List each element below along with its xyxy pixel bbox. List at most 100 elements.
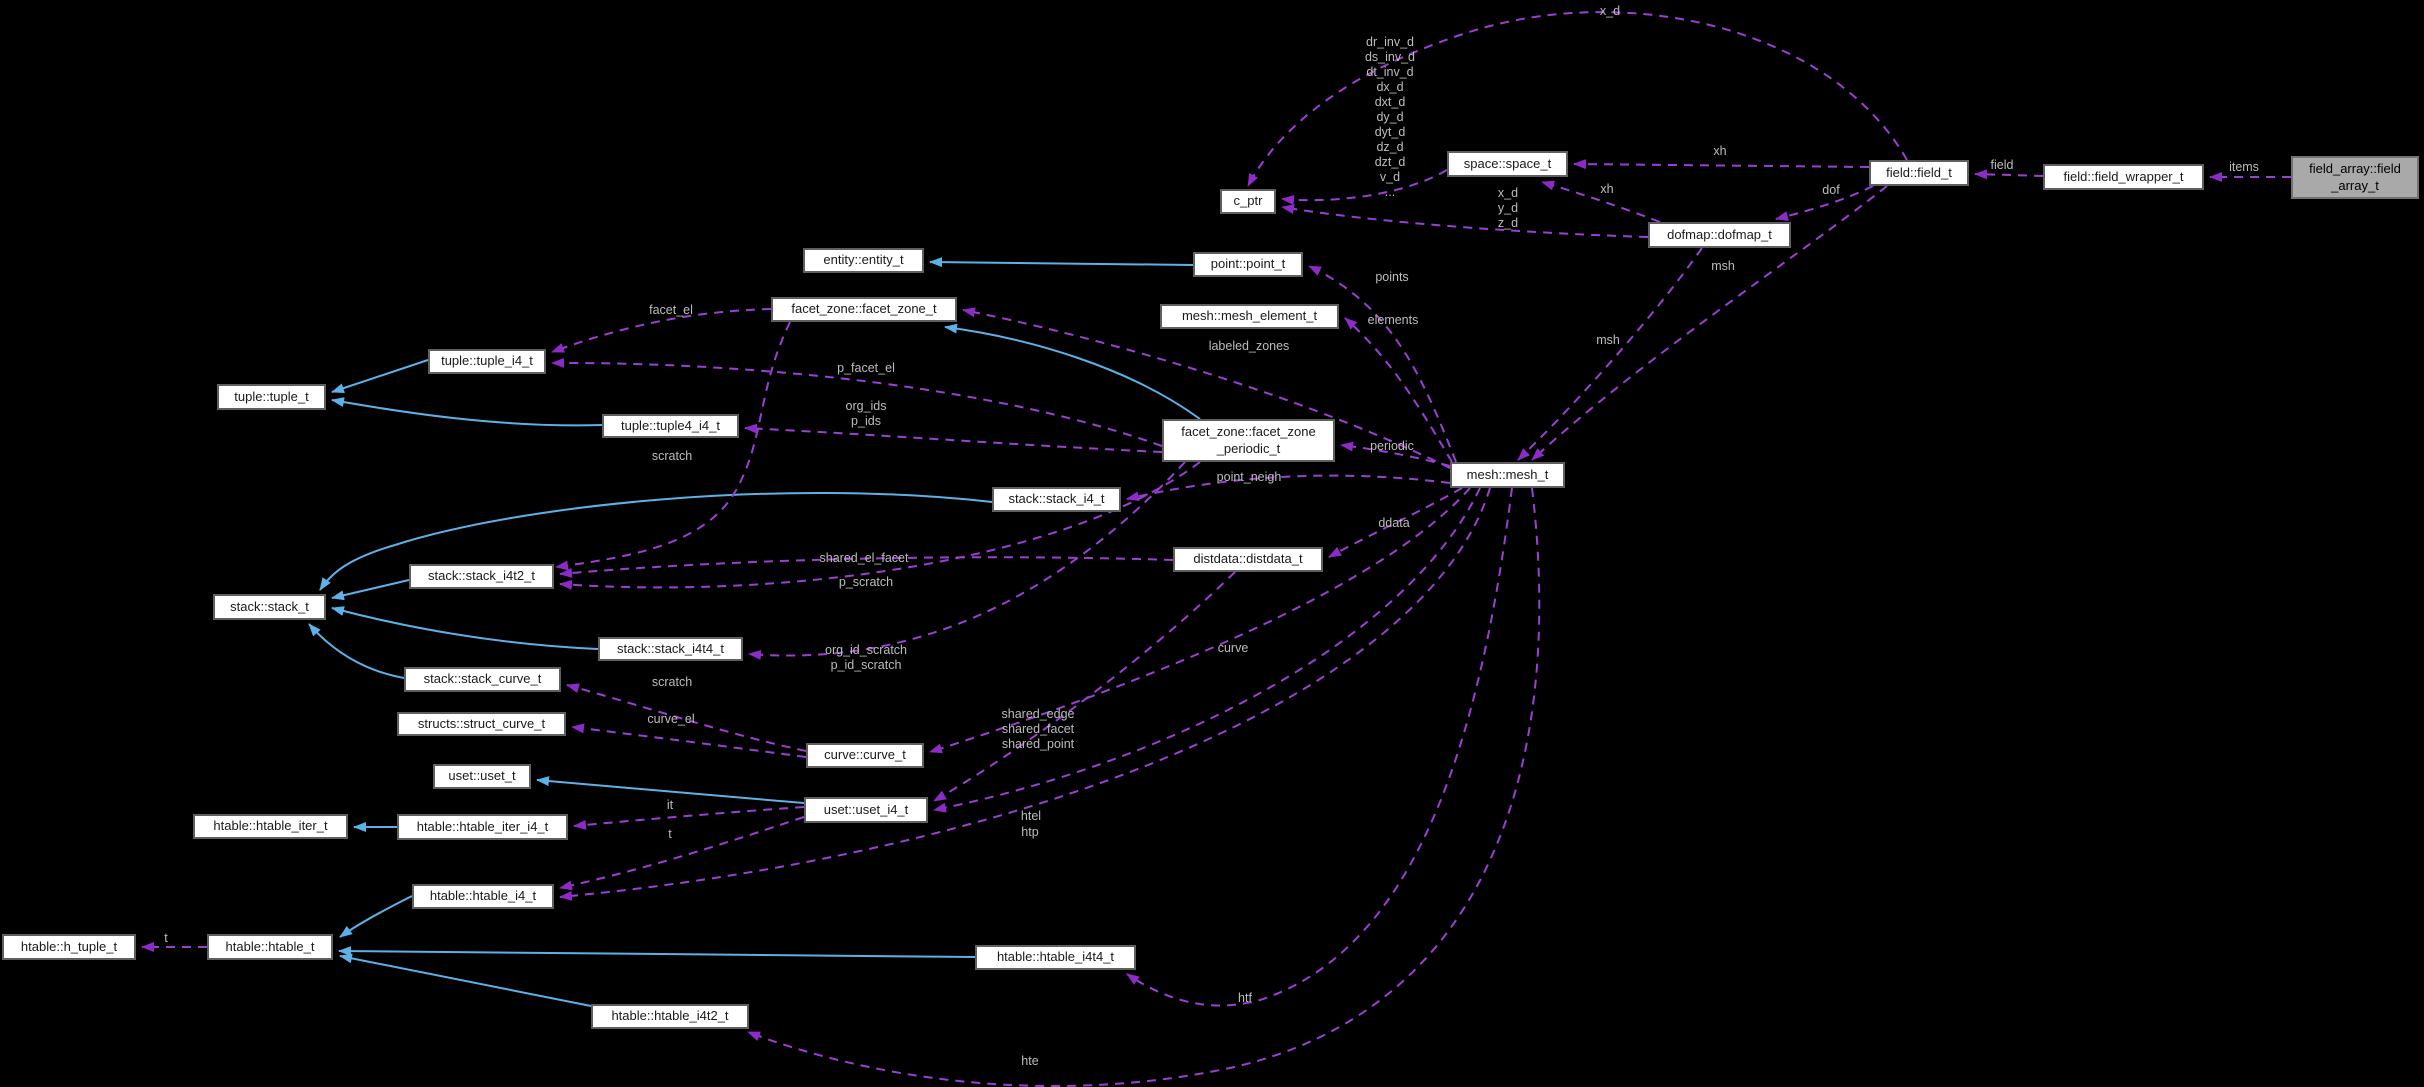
node-h_tuple[interactable]: htable::h_tuple_t [2, 934, 136, 960]
node-stack_i4t4[interactable]: stack::stack_i4t4_t [598, 637, 743, 661]
node-wrapper[interactable]: field::field_wrapper_t [2043, 164, 2204, 190]
node-htable_i4t2[interactable]: htable::htable_i4t2_t [591, 1004, 749, 1029]
node-tuple_i4[interactable]: tuple::tuple_i4_t [428, 349, 546, 374]
node-stack[interactable]: stack::stack_t [213, 594, 326, 620]
edge-label-mesh-htable_i4: htp [1021, 825, 1039, 839]
edge-label-mesh-htable_i4t4: htf [1238, 991, 1252, 1005]
edge-uset_i4-to-htable_i4 [559, 816, 805, 891]
edge-label-space-c_ptr-3: dx_d [1376, 80, 1404, 94]
edge-label-field-space: xh [1713, 144, 1727, 158]
edge-label-dofmap-mesh: msh [1596, 333, 1620, 347]
edge-field-to-space [1573, 159, 1870, 170]
node-tuple[interactable]: tuple::tuple_t [217, 384, 326, 410]
edge-label-space-c_ptr-9: v_d [1379, 170, 1401, 184]
node-htable_i4t4[interactable]: htable::htable_i4t4_t [975, 945, 1136, 970]
edge-label-fzper-stack_i4t4: org_id_scratch [825, 643, 907, 657]
node-space[interactable]: space::space_t [1447, 151, 1568, 177]
node-tuple4[interactable]: tuple::tuple4_i4_t [602, 414, 739, 438]
edge-space-to-c_ptr [1281, 169, 1448, 205]
edge-mesh-to-fzone [962, 307, 1451, 469]
edge-label-field-mesh: msh [1711, 259, 1735, 273]
edge-label-dofmap-c_ptr-1: y_d [1497, 201, 1519, 215]
edge-wrapper-to-field [1974, 169, 2044, 180]
node-c_ptr[interactable]: c_ptr [1220, 189, 1276, 214]
edge-mesh-to-htable_i4t4 [1126, 487, 1513, 1007]
edge-stack_curve-to-stack [308, 623, 405, 679]
edge-label-htable-h_tuple: t [164, 931, 168, 945]
edge-point-to-entity [929, 257, 1194, 268]
edge-htable_i4t2-to-htable [339, 953, 592, 1007]
edge-fzper-to-fzone [944, 323, 1201, 420]
edge-label-field-c_ptr: x_d [1599, 4, 1621, 18]
edge-label-curve-stack_curve: scratch [651, 675, 693, 689]
edge-label-distdata-uset_i4-2: shared_point [1001, 737, 1075, 751]
node-stack_i4[interactable]: stack::stack_i4_t [992, 487, 1121, 512]
node-fzper[interactable]: facet_zone::facet_zone _periodic_t [1162, 419, 1335, 462]
node-uset_i4[interactable]: uset::uset_i4_t [804, 797, 928, 823]
edge-mesh-to-mesh_el [1344, 317, 1453, 463]
edge-fzone-to-stack_i4t2 [555, 321, 791, 571]
edge-dofmap-to-space [1541, 180, 1661, 223]
edge-label-curve-struct_curve: curve_el [647, 712, 695, 726]
node-point[interactable]: point::point_t [1193, 252, 1303, 277]
edge-label-mesh-htable_i4t2: hte [1021, 1054, 1039, 1068]
edge-label-mesh-uset_i4: htel [1020, 809, 1042, 823]
edge-mesh-to-distdata [1328, 487, 1463, 558]
edge-label-mesh-stack_i4: point_neigh [1216, 470, 1282, 484]
edge-label-fzper-stack_i4t4-1: p_id_scratch [830, 658, 902, 672]
node-uset[interactable]: uset::uset_t [433, 764, 531, 789]
edge-tuple4-to-tuple [331, 397, 603, 427]
edge-label-space-c_ptr-2: dt_inv_d [1366, 65, 1414, 79]
edge-fzper-to-tuple_i4 [551, 357, 1163, 447]
edge-label-field-dofmap: dof [1822, 183, 1840, 197]
edge-label-space-c_ptr-4: dxt_d [1374, 95, 1406, 109]
edge-stack_i4t4-to-stack [331, 606, 599, 650]
edge-label-distdata-uset_i4: shared_edge [1001, 707, 1075, 721]
node-mesh_el[interactable]: mesh::mesh_element_t [1160, 304, 1339, 329]
edge-label-mesh-curve: curve [1217, 641, 1249, 655]
edge-field-to-mesh [1531, 185, 1888, 461]
edge-htable_i4t4-to-htable [338, 946, 976, 958]
node-htable_i4[interactable]: htable::htable_i4_t [412, 884, 554, 909]
edge-uset_i4-to-iter_i4 [573, 806, 805, 830]
edge-label-distdata-uset_i4-1: shared_facet [1001, 722, 1075, 736]
edge-label-space-c_ptr-10: ... [1384, 185, 1396, 199]
edge-label-fzone-stack_i4t2: scratch [651, 449, 693, 463]
node-entity[interactable]: entity::entity_t [803, 248, 924, 273]
edge-label-fzper-tuple4: org_ids [845, 399, 887, 413]
edge-label-mesh-distdata: ddata [1378, 516, 1410, 530]
node-farray[interactable]: field_array::field _array_t [2291, 156, 2419, 199]
node-dofmap[interactable]: dofmap::dofmap_t [1648, 222, 1791, 248]
edge-stack_i4-to-stack [319, 492, 993, 591]
node-stack_i4t2[interactable]: stack::stack_i4t2_t [409, 564, 554, 589]
edge-label-uset_i4-iter_i4: it [666, 798, 674, 812]
edge-mesh-to-fzper [1340, 441, 1451, 467]
node-iter_i4[interactable]: htable::htable_iter_i4_t [397, 814, 568, 840]
node-htable[interactable]: htable::htable_t [207, 934, 333, 960]
edge-mesh-to-point [1308, 265, 1457, 463]
node-curve[interactable]: curve::curve_t [806, 743, 924, 768]
edge-field-to-c_ptr [1247, 11, 1908, 187]
edge-label-dofmap-space: xh [1600, 182, 1614, 196]
node-mesh[interactable]: mesh::mesh_t [1450, 462, 1565, 488]
edge-fzone-to-tuple_i4 [551, 308, 772, 353]
edge-uset_i4-to-uset [536, 776, 805, 804]
edge-tuple_i4-to-tuple [331, 359, 429, 393]
node-fzone[interactable]: facet_zone::facet_zone_t [771, 297, 957, 322]
edge-label-space-c_ptr-5: dy_d [1376, 110, 1404, 124]
edge-label-space-c_ptr-1: ds_inv_d [1364, 50, 1416, 64]
node-distdata[interactable]: distdata::distdata_t [1173, 547, 1323, 572]
edge-stack_i4t2-to-stack [331, 579, 410, 601]
node-stack_curve[interactable]: stack::stack_curve_t [404, 667, 561, 692]
edge-htable_i4-to-htable [339, 895, 413, 938]
edge-label-mesh-mesh_el: elements [1367, 313, 1419, 327]
edge-label-dofmap-c_ptr: x_d [1497, 186, 1519, 200]
edge-label-fzone-tuple_i4: facet_el [649, 303, 693, 317]
edge-field-to-dofmap [1775, 185, 1874, 221]
edge-fzper-to-stack_i4t2 [559, 461, 1201, 590]
node-struct_curve[interactable]: structs::struct_curve_t [397, 712, 566, 736]
node-iter[interactable]: htable::htable_iter_t [193, 814, 348, 839]
node-field[interactable]: field::field_t [1869, 160, 1969, 186]
edge-curve-to-stack_curve [566, 683, 807, 752]
